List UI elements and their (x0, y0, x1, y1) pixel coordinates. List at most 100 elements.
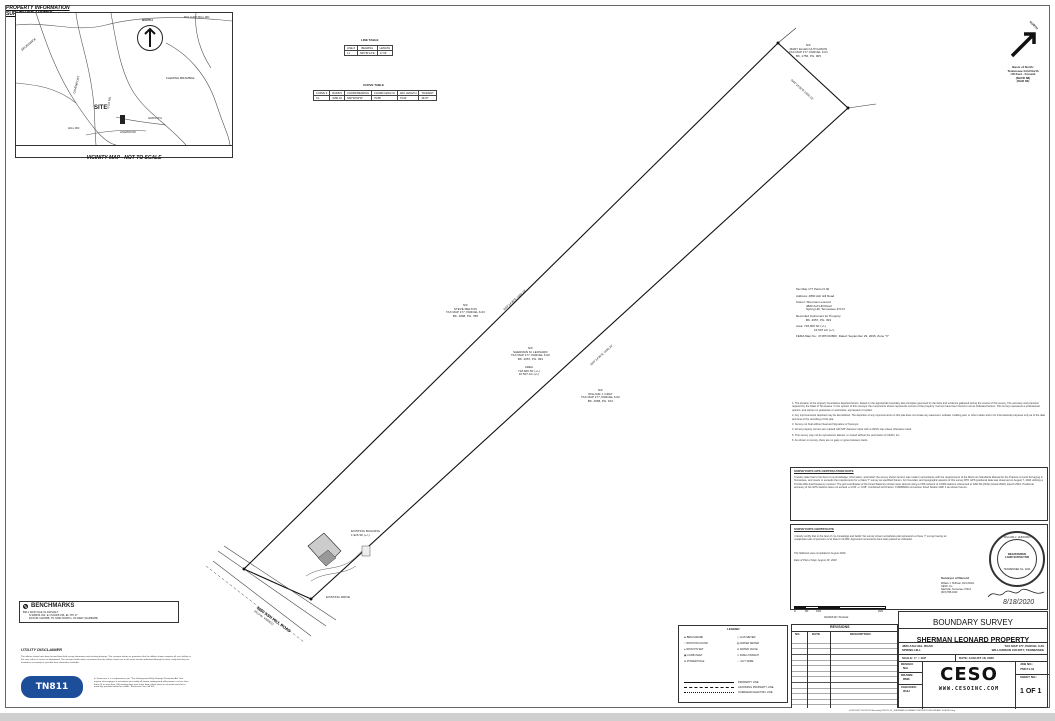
surveyor-of-record: Surveyor of Record (941, 576, 969, 580)
owner-line: BK. 4657, PG. 393 (517, 356, 543, 361)
revisions-header: NO. (795, 632, 801, 636)
legend-item: GAS METER (740, 636, 756, 639)
curve-cell: 79.88' (370, 95, 398, 101)
addr-right: WILLIAMSON COUNTY, TENNESSEE (991, 648, 1044, 652)
job-value: 758171-01 (1020, 667, 1035, 671)
surveyor-detail: CESO, Inc. (941, 585, 953, 588)
owner-line: MARY ELLEN HUTCHISON (789, 46, 828, 51)
owner-line: SHERMAN M. LEONARD (513, 349, 548, 354)
property-line: Spring Hill, Tennessee 37174 (806, 307, 845, 312)
utility-disclaimer-title: UTILITY DISCLAIMER (21, 647, 63, 652)
arrow-up-icon (144, 27, 156, 47)
project-cell: SHERMAN LEONARD PROPERTY (899, 629, 1047, 644)
property-info-title: PROPERTY INFORMATION (6, 5, 70, 11)
revisions-header: DATE (812, 632, 820, 636)
gps-cert-title: SURVEYOR'S GPS CERTIFICATION NOTE (794, 469, 854, 473)
scale-tick: 100 (816, 609, 822, 613)
property-line: Tax Map 177 Parcel 6.00 (796, 287, 830, 291)
legend-item: ADJOINING PROPERTY LINE (738, 686, 774, 689)
owner-line: STEVE MELTON (453, 306, 477, 311)
road-label-6: GRIFFITH (148, 116, 162, 120)
road-label-7: HILL RD (68, 126, 80, 130)
property-line: FEMA Map No.: 47187C0380F; Dated: Septem… (796, 334, 890, 339)
iron-pin-found-icon: ○ (684, 642, 687, 645)
area-line: 16.507 AC (+/-) (518, 372, 540, 377)
tn811-logo-text: TN811 (35, 682, 69, 692)
property-line: 16.507 AC (+/-) (814, 327, 835, 332)
company-name: CESO (940, 664, 998, 685)
property-line: BK. 4657, PG. 393 (806, 317, 832, 322)
addr-right: TAX MAP 177, PARCEL 6.00 (1004, 644, 1044, 648)
surveyor-cert-line2: The fieldwork was completed in August 20… (794, 552, 847, 555)
signature (987, 588, 1045, 598)
legend-col-left: ◈ BENCHMARK ○ IRON PIN FOUND ● IRON PIN … (684, 636, 708, 663)
legend-box: LEGEND ◈ BENCHMARK ○ IRON PIN FOUND ● IR… (678, 625, 788, 703)
job-label: JOB NO.: (1020, 662, 1034, 666)
owner-top: N/F MARY ELLEN HUTCHISON TAX MAP 177, PA… (789, 43, 828, 58)
property-line: Area: 718,609 SF (+/-) (796, 324, 826, 329)
surveyor-note: 3. Survey not final without Seal and Sig… (792, 423, 860, 427)
company-url: WWW.CESOINC.COM (938, 686, 1000, 692)
signature-date: 8/18/2020 (1003, 599, 1035, 606)
surveyor-cert-title: SURVEYOR'S CERTIFICATE (794, 527, 834, 531)
surveyor-detail: Nashville, Tennessee 37214 (941, 588, 971, 591)
curve-cell: 39.97' (418, 95, 437, 101)
plat-drawing (205, 27, 877, 643)
owner-left: N/F STEVE MELTON TAX MAP 177, PARCEL 6.0… (446, 303, 485, 318)
vicinity-title: VICINITY MAP - NOT TO SCALE (86, 155, 162, 161)
owner-line: BK. 1898, PG. 788 (452, 313, 478, 318)
design-label: DESIGN: (901, 662, 914, 666)
site-note-building: EXISTING BUILDING (351, 529, 381, 533)
addr-left: SPRING HILL (902, 648, 922, 652)
table-row: L1 N46°51'14"E 17.06' (344, 50, 394, 56)
road-label-8: ASHWOOD (120, 130, 136, 134)
owner-line: N/F (527, 346, 533, 350)
line-cell: L1 (344, 50, 358, 56)
title-block: BOUNDARY SURVEY SHERMAN LEONARD PROPERTY… (898, 611, 1049, 709)
area-label: AREA 718,609 SF (+/-) 16.507 AC (+/-) (518, 365, 540, 377)
north-basis-line: US Feet - Ground (1010, 72, 1036, 77)
project-title: SHERMAN LEONARD PROPERTY (916, 637, 1030, 644)
iron-pin-set-icon: ● (684, 648, 687, 651)
property-line: Address: 4860 Ash Hill Road (796, 293, 835, 298)
vicinity-map: SITE NORTH PULLIAM MILL RD BRUNSWICK DAV… (15, 12, 233, 161)
owner-center: N/F SHERMAN M. LEONARD TAX MAP 177, PARC… (511, 346, 550, 361)
surveyor-notes: 1. The location of the property boundari… (792, 402, 1047, 443)
surveyor-cert-text: I hereby certify that to the best of my … (794, 535, 947, 542)
area-line: 718,609 SF (+/-) (518, 368, 540, 373)
checked-value: WJH (903, 689, 910, 693)
company-logo: CESO WWW.CESOINC.COM (925, 664, 1013, 694)
legend-item: IRON PIN SET (686, 648, 704, 651)
owner-line: TAX MAP 177, PARCEL 6.01 (789, 50, 828, 55)
drawn-label: DRAWN: (901, 673, 914, 677)
sheet-label: SHEET NO.: (1020, 675, 1038, 679)
owner-line: N/F (462, 303, 468, 307)
line-table-title: LINE TABLE (361, 38, 379, 42)
job-sheet-column: JOB NO.: 758171-01 SHEET NO.: 1 OF 1 (1015, 662, 1049, 709)
addr-left: 4860 ASH HILL ROAD (902, 644, 933, 648)
site-note-area: 1,926 SF (+/-) (351, 533, 370, 537)
scale-tick: 0 (794, 609, 796, 613)
north-arrow-main (1004, 24, 1044, 64)
property-line: Owner: Sherman Leonard (796, 300, 831, 305)
checked-label: CHECKED: (901, 685, 917, 689)
surveyor-note: 1. The location of the property boundari… (792, 402, 1040, 412)
curve-cell: N60°00'00"W (344, 95, 372, 101)
benchmark-symbol-icon: ◈ (684, 636, 687, 639)
property-info: Tax Map 177 Parcel 6.00 Address: 4860 As… (796, 287, 890, 339)
doc-title-cell: BOUNDARY SURVEY (899, 612, 1047, 629)
owner-line: WILLIAM J. GRAY (588, 391, 613, 396)
property-line-swatch (684, 682, 734, 683)
surveyor-detail: (615) 555-0100 (941, 591, 958, 594)
seal-line: WILLIAM J. HUFFMAN (1003, 536, 1031, 539)
surveyor-detail: William J. Huffman, RLS #1021 (941, 582, 975, 585)
scale-tick: 50 (805, 609, 809, 613)
utility-disclaimer-text: The utilities shown have been located fr… (21, 656, 191, 664)
legend-item: IRON PIN FOUND (686, 642, 708, 645)
surveyor-cert-box: SURVEYOR'S CERTIFICATE I hereby certify … (790, 524, 1048, 610)
revisions-header: DESCRIPTION (850, 632, 871, 636)
surveyor-details: William J. Huffman, RLS #1021 CESO, Inc.… (941, 582, 974, 594)
owner-line: TAX MAP 177, PARCEL 6.00 (511, 353, 550, 358)
property-line: Recorded Instrument for Property: (796, 313, 842, 318)
legend-lines: PROPERTY LINE ADJOINING PROPERTY LINE OV… (684, 681, 784, 694)
